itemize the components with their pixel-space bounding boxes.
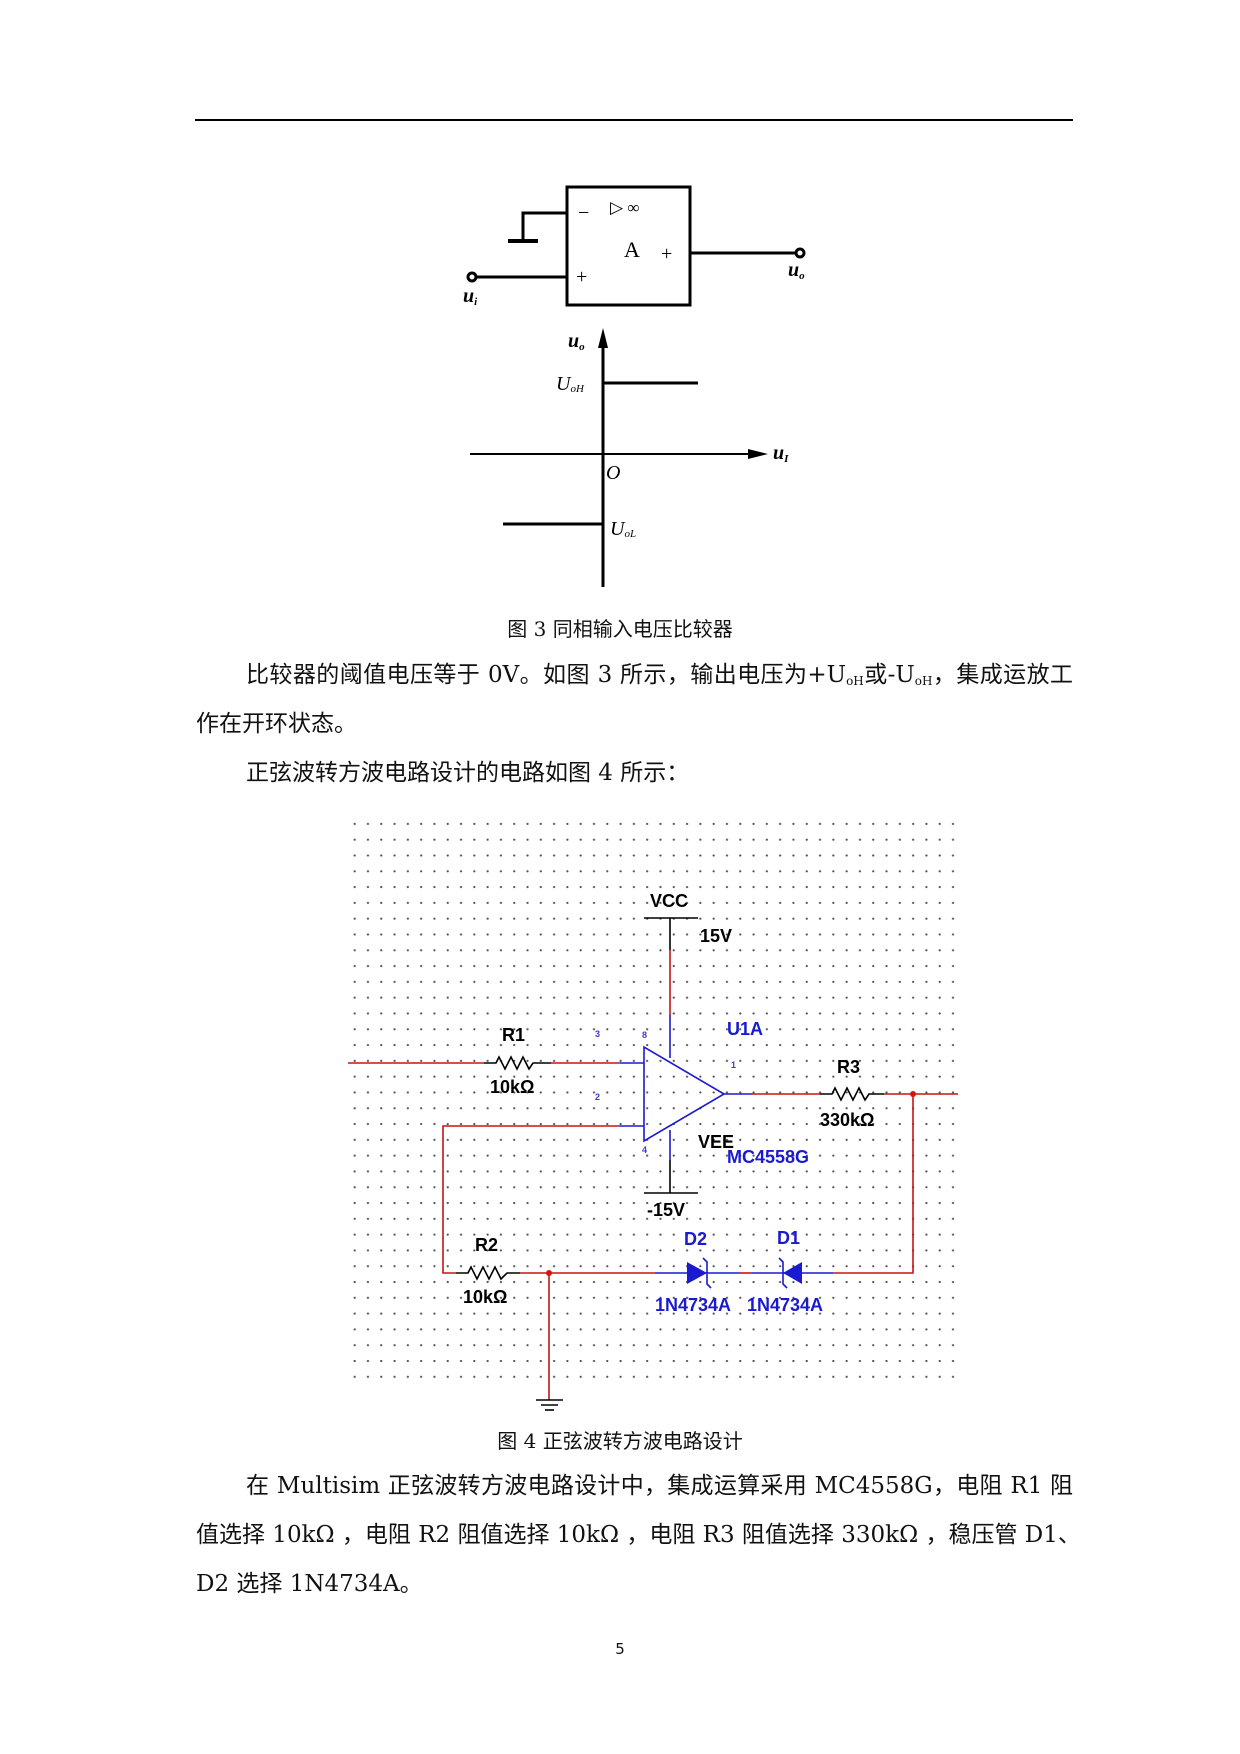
ground-wire xyxy=(521,211,567,241)
paragraph-1-line-2: 作在开环状态。 xyxy=(196,711,357,737)
feedback-wire xyxy=(442,1125,620,1274)
pin-4-label: 4 xyxy=(642,1145,647,1155)
r1-ref: R1 xyxy=(502,1025,525,1045)
r2-resistor xyxy=(456,1265,520,1281)
r3-resistor xyxy=(820,1086,884,1102)
pin-3-label: 3 xyxy=(595,1029,600,1039)
output-terminal xyxy=(794,247,806,259)
opamp-model: MC4558G xyxy=(727,1147,809,1167)
origin-label: O xyxy=(606,462,620,484)
output-junction xyxy=(910,1091,916,1097)
vcc-value: 15V xyxy=(700,926,732,946)
figure-3-comparator: − ▷ ∞ A + + ui uo uo uI O UoH UoL xyxy=(463,185,806,587)
y-axis-label: uo xyxy=(568,330,585,353)
r1-value: 10kΩ xyxy=(490,1077,534,1097)
paragraph-2: 正弦波转方波电路设计的电路如图 4 所示： xyxy=(246,760,690,786)
r3-value: 330kΩ xyxy=(820,1110,874,1130)
pin-8-label: 8 xyxy=(642,1030,647,1040)
r1-resistor xyxy=(484,1055,551,1071)
d1-ref: D1 xyxy=(777,1228,800,1248)
x-axis-label: uI xyxy=(773,442,789,465)
figure-4-caption: 图 4 正弦波转方波电路设计 xyxy=(497,1429,743,1453)
paragraph-3-line-2: 值选择 10kΩ ，电阻 R2 阻值选择 10kΩ ，电阻 R3 阻值选择 33… xyxy=(196,1522,1081,1548)
paragraph-3-line-1: 在 Multisim 正弦波转方波电路设计中，集成运算采用 MC4558G，电阻… xyxy=(246,1473,1073,1499)
d1-model: 1N4734A xyxy=(747,1295,823,1315)
output-label: uo xyxy=(788,259,805,282)
header-rule xyxy=(195,119,1073,121)
x-axis-arrow xyxy=(748,449,768,459)
input-label: ui xyxy=(463,285,478,308)
figure-3-caption: 图 3 同相输入电压比较器 xyxy=(507,617,733,641)
low-level-label: UoL xyxy=(610,518,636,540)
opamp-box xyxy=(565,185,692,307)
y-axis-arrow xyxy=(598,328,608,348)
d2-model: 1N4734A xyxy=(655,1295,731,1315)
high-level-label: UoH xyxy=(556,373,585,395)
d2-ref: D2 xyxy=(684,1229,707,1249)
r2-value: 10kΩ xyxy=(463,1287,507,1307)
vee-label: VEE xyxy=(698,1132,734,1152)
opamp-label: A xyxy=(624,237,640,262)
d2-zener-diode xyxy=(687,1262,707,1284)
paragraph-3: 在 Multisim 正弦波转方波电路设计中，集成运算采用 MC4558G，电阻… xyxy=(196,1462,1081,1609)
opamp-triangle xyxy=(643,1045,726,1143)
opamp-plus-out: + xyxy=(661,243,672,265)
ground-junction xyxy=(546,1270,552,1276)
vcc-label: VCC xyxy=(650,891,688,911)
paragraph-1: 比较器的阈值电压等于 0V。如图 3 所示，输出电压为+UoH或-UoH，集成运… xyxy=(196,651,1073,798)
r3-ref: R3 xyxy=(837,1057,860,1077)
page-number: 5 xyxy=(615,1640,625,1658)
opamp-minus: − xyxy=(578,202,589,224)
input-terminal xyxy=(466,271,478,283)
paragraph-3-line-3: D2 选择 1N4734A。 xyxy=(196,1571,423,1597)
opamp-ref: U1A xyxy=(727,1019,763,1039)
opamp-plus-in: + xyxy=(576,266,587,288)
opamp-symbol: ▷ ∞ xyxy=(610,198,639,217)
d1-zener-diode xyxy=(783,1262,802,1284)
r2-ref: R2 xyxy=(475,1235,498,1255)
right-return-wire xyxy=(833,1094,914,1274)
pin-1-label: 1 xyxy=(731,1060,736,1070)
pin-2-label: 2 xyxy=(595,1092,600,1102)
vee-value: -15V xyxy=(647,1200,685,1220)
paragraph-1-line-1: 比较器的阈值电压等于 0V。如图 3 所示，输出电压为+UoH或-UoH，集成运… xyxy=(246,662,1074,688)
schematic-grid xyxy=(346,812,958,1391)
